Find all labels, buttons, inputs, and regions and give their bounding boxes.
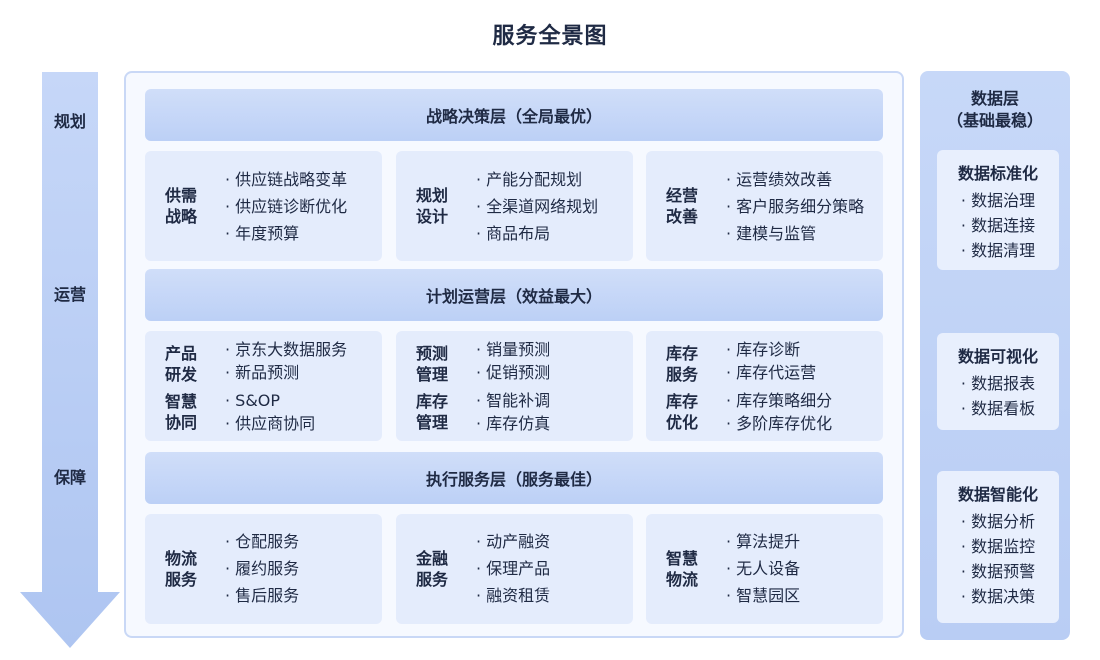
list-item: 数据连接	[937, 213, 1059, 238]
down-arrow-icon	[20, 72, 120, 648]
list-item: 算法提升	[726, 528, 800, 555]
list-item: S&OP	[225, 389, 315, 412]
list-item: 促销预测	[476, 361, 550, 384]
layer-planning-bar: 计划运营层（效益最大）	[145, 269, 883, 321]
list-item: 动产融资	[476, 528, 550, 555]
list-item: 售后服务	[225, 582, 299, 609]
list-item: 履约服务	[225, 555, 299, 582]
list-item: 年度预算	[225, 220, 347, 247]
list-item: 融资租赁	[476, 582, 550, 609]
card-head: 库存服务	[665, 344, 698, 384]
list-item: 运营绩效改善	[726, 166, 864, 193]
data-layer-title: 数据层 （基础最稳）	[946, 89, 1043, 130]
data-standardization-card: 数据标准化 数据治理 数据连接 数据清理	[937, 150, 1059, 270]
list-item: 供应链诊断优化	[225, 193, 347, 220]
list-item: 智慧园区	[726, 582, 800, 609]
card-head: 库存优化	[665, 392, 698, 432]
list-item: 数据监控	[937, 534, 1059, 559]
page-title: 服务全景图	[492, 24, 608, 49]
card-head: 供需战略	[164, 186, 197, 226]
list-item: 库存诊断	[726, 338, 816, 361]
axis-label-operate: 运营	[53, 285, 86, 304]
side-card-title: 数据标准化	[957, 164, 1038, 183]
card-head: 规划设计	[415, 186, 448, 226]
card-head: 产品研发	[164, 344, 197, 384]
card-head: 经营改善	[665, 186, 698, 226]
card-head: 物流服务	[164, 549, 197, 589]
list-item: 数据报表	[937, 371, 1059, 396]
list-item: 供应商协同	[225, 412, 315, 435]
list-item: 销量预测	[476, 338, 550, 361]
list-item: 产能分配规划	[476, 166, 598, 193]
list-item: 商品布局	[476, 220, 598, 247]
list-item: 数据治理	[937, 188, 1059, 213]
list-item: 数据清理	[937, 238, 1059, 263]
list-item: 供应链战略变革	[225, 166, 347, 193]
list-item: 数据决策	[937, 584, 1059, 609]
list-item: 新品预测	[225, 361, 347, 384]
flow-arrow	[20, 72, 120, 648]
card-head: 智慧物流	[665, 549, 698, 589]
card-head: 库存管理	[415, 392, 448, 432]
list-item: 智能补调	[476, 389, 550, 412]
list-item: 无人设备	[726, 555, 800, 582]
side-card-title: 数据可视化	[957, 347, 1038, 366]
data-visualization-card: 数据可视化 数据报表 数据看板	[937, 333, 1059, 430]
list-item: 仓配服务	[225, 528, 299, 555]
list-item: 数据预警	[937, 559, 1059, 584]
side-card-title: 数据智能化	[957, 485, 1038, 504]
axis-label-guarantee: 保障	[53, 468, 86, 487]
card-head: 预测管理	[415, 344, 448, 384]
list-item: 保理产品	[476, 555, 550, 582]
list-item: 数据分析	[937, 509, 1059, 534]
list-item: 客户服务细分策略	[726, 193, 864, 220]
list-item: 建模与监管	[726, 220, 864, 247]
list-item: 数据看板	[937, 396, 1059, 421]
list-item: 库存仿真	[476, 412, 550, 435]
card-head: 金融服务	[415, 549, 448, 589]
list-item: 库存代运营	[726, 361, 816, 384]
list-item: 多阶库存优化	[726, 412, 832, 435]
axis-label-plan: 规划	[53, 112, 86, 131]
list-item: 全渠道网络规划	[476, 193, 598, 220]
data-intelligence-card: 数据智能化 数据分析 数据监控 数据预警 数据决策	[937, 471, 1059, 623]
layer-execution-bar: 执行服务层（服务最佳）	[145, 452, 883, 504]
list-item: 库存策略细分	[726, 389, 832, 412]
list-item: 京东大数据服务	[225, 338, 347, 361]
card-head: 智慧协同	[164, 392, 197, 432]
layer-strategy-bar: 战略决策层（全局最优）	[145, 89, 883, 141]
